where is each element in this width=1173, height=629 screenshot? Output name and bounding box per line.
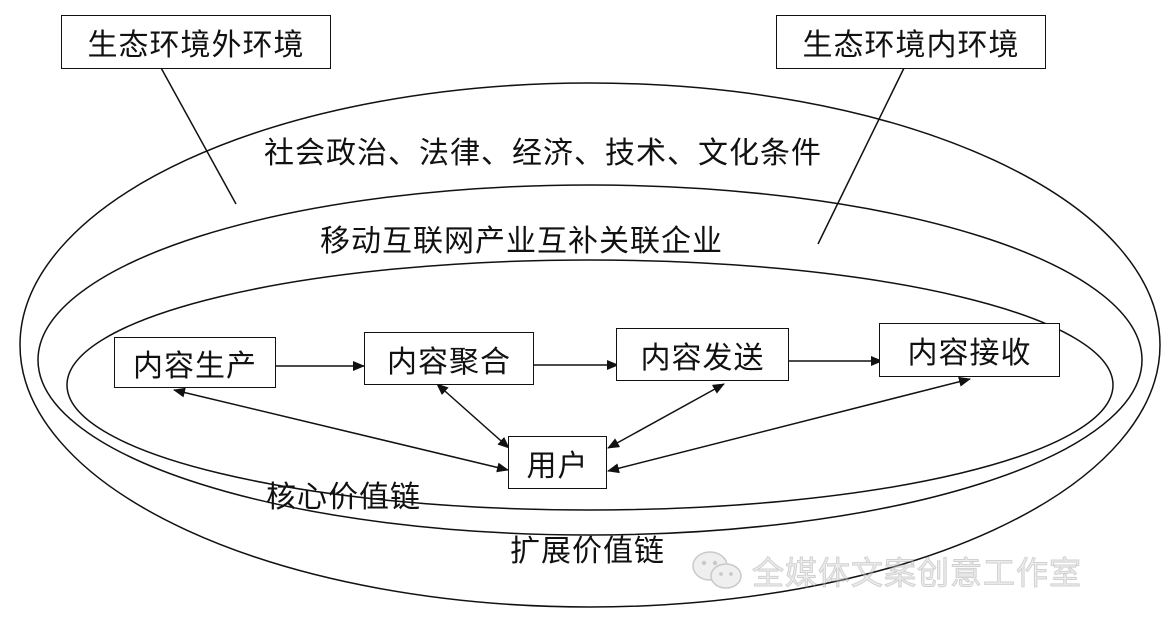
node-user: 用户 [508, 436, 607, 489]
extended-chain-ellipse [37, 184, 1143, 536]
outer-environment-label: 生态环境外环境 [61, 15, 331, 69]
node-content-aggregation: 内容聚合 [364, 332, 534, 385]
arrow-user-production [173, 387, 509, 473]
outer-env-leader-line [159, 65, 237, 205]
extended-value-chain-label: 扩展价值链 [510, 534, 665, 569]
watermark: 全媒体文案创意工作室 [690, 548, 1082, 594]
core-value-chain-label: 核心价值链 [266, 480, 421, 515]
arrow-user-aggregation [436, 383, 510, 449]
core-chain-ellipse [66, 259, 1114, 511]
wechat-icon [692, 551, 742, 589]
inner-env-leader-line [817, 65, 906, 245]
outer-environment-ellipse [19, 82, 1161, 608]
arrow-user-distribution [607, 383, 725, 449]
node-content-distribution: 内容发送 [616, 328, 789, 381]
node-content-reception: 内容接收 [879, 323, 1060, 377]
complementary-enterprises-label: 移动互联网产业互补关联企业 [320, 224, 723, 259]
watermark-text: 全媒体文案创意工作室 [751, 554, 1083, 593]
social-conditions-label: 社会政治、法律、经济、技术、文化条件 [264, 136, 822, 171]
arrow-user-reception [607, 376, 971, 474]
inner-environment-label: 生态环境内环境 [776, 15, 1046, 69]
node-content-production: 内容生产 [114, 337, 276, 388]
